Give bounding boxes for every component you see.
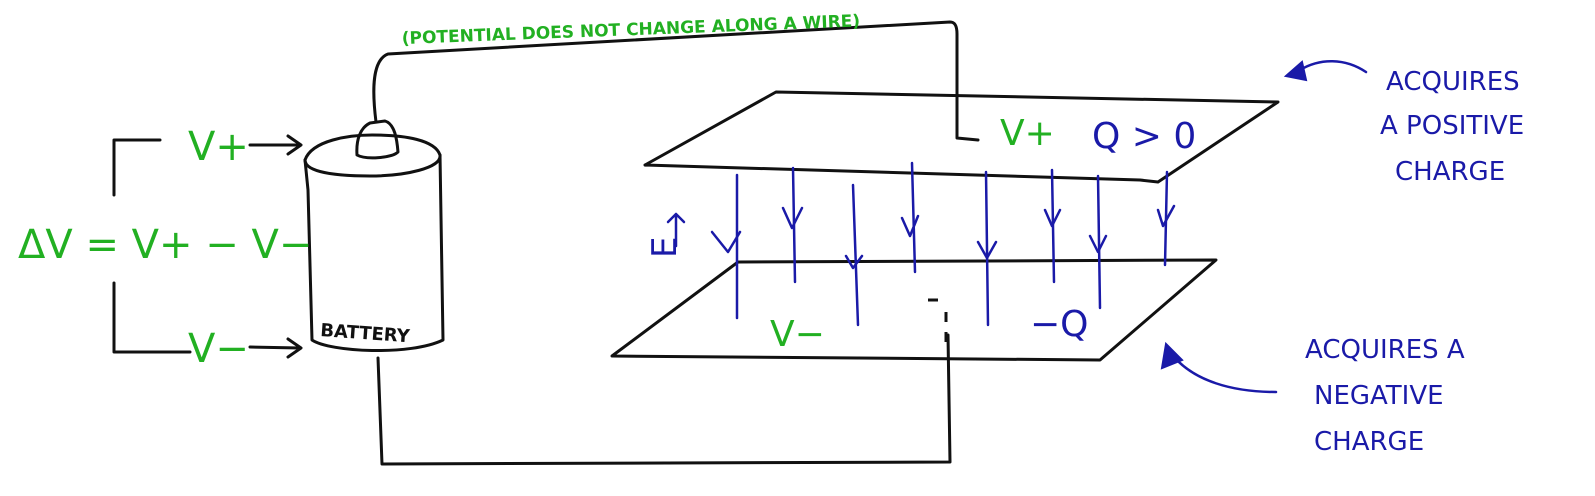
top-note: ACQUIRES A POSITIVE CHARGE (1380, 67, 1524, 187)
field-line-arrow (900, 214, 920, 238)
field-line-arrow (1156, 204, 1176, 228)
top-note-arrowhead (1283, 60, 1308, 82)
bottom-plate-charge: −Q (1030, 304, 1089, 345)
wire-dashed-segment (928, 298, 948, 350)
bottom-note: ACQUIRES A NEGATIVE CHARGE (1305, 335, 1465, 457)
v-minus-arrow (248, 337, 303, 359)
delta-v-bracket (112, 138, 192, 354)
top-wire (372, 20, 980, 142)
field-line (910, 161, 917, 274)
top-plate (643, 90, 1280, 184)
v-minus-left-label: V− (188, 326, 249, 372)
v-plus-left-label: V+ (188, 124, 249, 170)
field-label: E (645, 212, 686, 258)
field-line-arrow (1088, 234, 1108, 254)
bottom-plate-potential: V− (770, 314, 825, 355)
bottom-note-arrowhead (1160, 341, 1184, 370)
field-line (851, 183, 860, 327)
field-line (984, 170, 990, 327)
bottom-note-line-2: NEGATIVE (1314, 381, 1444, 411)
wire-note: (POTENTIAL DOES NOT CHANGE ALONG A WIRE) (401, 11, 860, 49)
field-line-arrow (781, 206, 804, 230)
delta-v-equation: ΔV = V+ − V− (18, 222, 312, 268)
bottom-note-line-3: CHARGE (1314, 427, 1424, 457)
field-line-arrow (1043, 208, 1062, 228)
v-plus-arrow (248, 134, 303, 156)
field-vector-arrow (666, 212, 686, 248)
top-note-arrow (1298, 60, 1368, 74)
field-line (1096, 174, 1102, 310)
top-note-line-1: ACQUIRES (1386, 67, 1520, 97)
field-line-arrow (844, 254, 864, 270)
battery-top-ellipse (303, 133, 442, 178)
battery-body (303, 153, 445, 352)
top-plate-charge: Q > 0 (1092, 116, 1196, 157)
battery-label: BATTERY (320, 320, 412, 347)
bottom-note-line-1: ACQUIRES A (1305, 335, 1465, 365)
bottom-note-arrow (1173, 356, 1278, 394)
top-note-line-2: A POSITIVE (1380, 111, 1524, 141)
bottom-wire (376, 333, 952, 466)
bottom-plate (610, 258, 1218, 362)
field-symbol: E (645, 237, 685, 258)
field-line-arrow (976, 240, 998, 260)
battery: BATTERY (303, 119, 445, 352)
field-line-arrow (710, 230, 742, 254)
top-plate-potential: V+ (1000, 113, 1055, 154)
battery-terminal (355, 119, 400, 160)
field-lines (710, 161, 1176, 327)
top-note-line-3: CHARGE (1395, 157, 1505, 187)
